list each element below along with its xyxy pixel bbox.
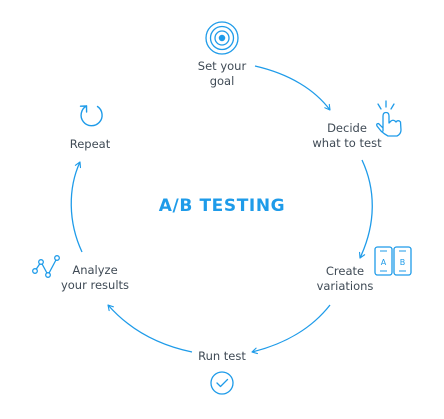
- variant-b-label: B: [400, 258, 406, 267]
- arrow-run-to-analyze: [107, 304, 193, 353]
- arrow-decide-to-create: [358, 159, 373, 259]
- diagram-title: A/B TESTING: [158, 196, 286, 216]
- arrow-create-to-run: [251, 304, 331, 355]
- step-label-decide: Decide what to test: [312, 121, 382, 150]
- cycle-arrows: [70, 65, 373, 355]
- step-label-repeat: Repeat: [69, 137, 111, 151]
- step-label-analyze: Analyze your results: [60, 263, 130, 292]
- arrow-analyze-to-repeat: [70, 161, 83, 253]
- step-label-run-test: Run test: [198, 349, 246, 363]
- variant-a-label: A: [381, 258, 387, 267]
- tap-hand-icon: [376, 100, 402, 137]
- step-label-create: Create variations: [316, 264, 374, 293]
- line-graph-icon: [32, 255, 60, 278]
- check-circle-icon: [210, 371, 234, 395]
- target-icon: [205, 21, 239, 55]
- refresh-icon: [79, 105, 103, 127]
- step-label-set-goal: Set your goal: [197, 59, 247, 88]
- arrow-goal-to-decide: [254, 65, 331, 111]
- phones-ab-icon: A B: [374, 246, 412, 276]
